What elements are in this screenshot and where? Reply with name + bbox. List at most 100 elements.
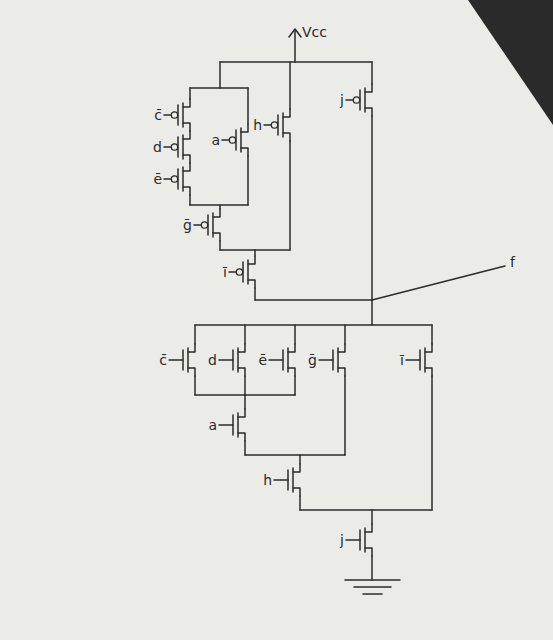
gate-lead: [264, 124, 271, 126]
supply-label: Vcc: [302, 24, 327, 41]
gate-signal-label: a: [208, 417, 217, 434]
gate-lead: [346, 99, 353, 101]
gate-lead: [219, 359, 233, 361]
gate-lead: [406, 359, 420, 361]
gate-signal-label: ī: [400, 352, 404, 369]
wire: [219, 205, 221, 209]
transistor-source: [365, 108, 372, 116]
transistor-source: [241, 148, 248, 156]
wire: [431, 376, 433, 510]
gate-signal-label: ī: [223, 264, 227, 281]
transistor-source: [338, 368, 345, 376]
transistor-drain: [241, 124, 248, 132]
transistor-drain: [288, 344, 295, 352]
supply-arrow: [289, 29, 301, 37]
transistor-source: [365, 548, 372, 556]
transistor-source: [288, 368, 295, 376]
gate-signal-label: j: [340, 532, 344, 549]
supply-wire: [294, 30, 296, 62]
gate-signal-label: d: [153, 139, 162, 156]
output-label: f: [510, 254, 515, 271]
gate-signal-label: ḡ: [308, 352, 317, 369]
inversion-bubble: [201, 222, 207, 228]
transistor-source: [293, 488, 300, 496]
wire: [300, 509, 432, 511]
inversion-bubble: [271, 122, 277, 128]
transistor-drain: [188, 344, 195, 352]
transistor-drain: [238, 344, 245, 352]
gate-lead: [164, 114, 171, 116]
wire: [247, 156, 249, 205]
gate-lead: [319, 359, 333, 361]
wire: [190, 87, 248, 89]
inversion-bubble: [229, 137, 235, 143]
inversion-bubble: [353, 97, 359, 103]
wire: [245, 454, 345, 456]
transistor-drain: [425, 344, 432, 352]
wire: [244, 325, 246, 344]
gate-lead: [222, 139, 229, 141]
wire: [371, 116, 373, 300]
transistor-drain: [283, 109, 290, 117]
wire: [371, 300, 373, 325]
transistor-source: [188, 368, 195, 376]
wire: [254, 288, 256, 300]
inversion-bubble: [171, 176, 177, 182]
transistor-drain: [365, 524, 372, 532]
gate-signal-label: j: [340, 92, 344, 109]
wire: [344, 325, 346, 344]
gate-lead: [346, 539, 360, 541]
transistor-source: [183, 123, 190, 131]
wire: [219, 241, 221, 250]
inversion-bubble: [171, 144, 177, 150]
wire: [254, 250, 256, 256]
gate-signal-label: a: [211, 132, 220, 149]
ground-symbol: [345, 579, 400, 581]
transistor-drain: [248, 256, 255, 264]
transistor-source: [183, 155, 190, 163]
gate-lead: [229, 271, 236, 273]
output-node: [255, 299, 372, 301]
gate-signal-label: d: [208, 352, 217, 369]
pulldown-rail: [195, 324, 432, 326]
inversion-bubble: [236, 269, 242, 275]
wire: [219, 62, 221, 88]
transistor-source: [238, 368, 245, 376]
inversion-bubble: [171, 112, 177, 118]
gate-signal-label: ḡ: [183, 217, 192, 234]
wire: [344, 376, 346, 455]
wire: [294, 376, 296, 395]
gate-lead: [169, 359, 183, 361]
transistor-drain: [293, 464, 300, 472]
gate-lead: [164, 146, 171, 148]
wire: [371, 556, 373, 580]
wire: [431, 325, 433, 344]
wire: [244, 376, 246, 395]
transistor-drain: [183, 99, 190, 107]
gate-signal-label: h: [253, 117, 262, 134]
gate-signal-label: ē: [153, 171, 162, 188]
transistor-source: [425, 368, 432, 376]
wire: [244, 441, 246, 455]
wire: [189, 88, 191, 99]
wire: [244, 395, 246, 409]
wire: [371, 510, 373, 524]
table-corner: [468, 0, 553, 125]
gate-lead: [194, 224, 201, 226]
gate-signal-label: c̄: [159, 352, 167, 369]
gate-lead: [219, 424, 233, 426]
wire: [289, 62, 291, 109]
transistor-source: [238, 433, 245, 441]
transistor-drain: [338, 344, 345, 352]
transistor-drain: [365, 84, 372, 92]
wire: [299, 496, 301, 510]
gate-signal-label: c̄: [154, 107, 162, 124]
supply-rail: [220, 61, 372, 63]
gate-signal-label: h: [263, 472, 272, 489]
transistor-source: [183, 187, 190, 195]
wire: [189, 195, 191, 205]
wire: [294, 325, 296, 344]
ground-symbol: [363, 593, 382, 595]
